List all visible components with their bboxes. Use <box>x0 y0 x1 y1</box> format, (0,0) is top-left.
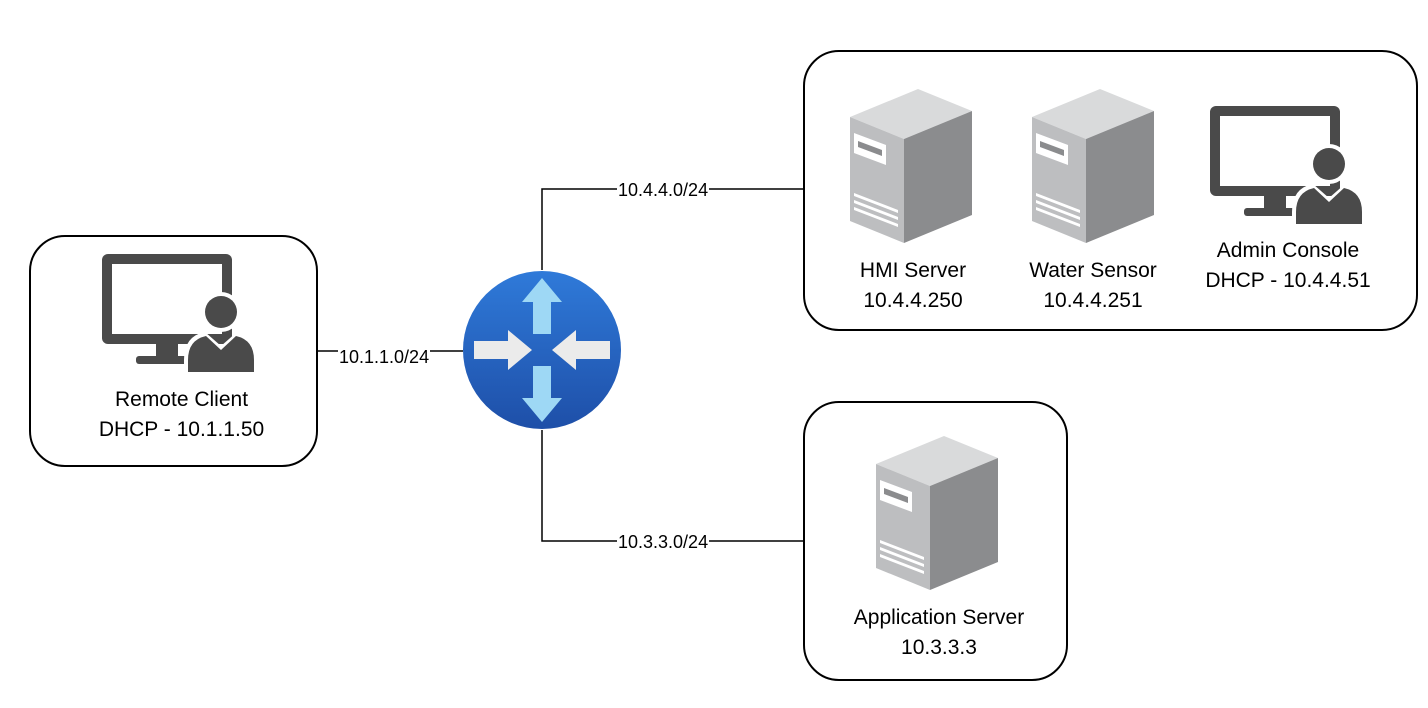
admin-console-address: DHCP - 10.4.4.51 <box>1205 269 1371 292</box>
application-server-label: Application Server 10.3.3.3 <box>803 603 1075 663</box>
server-tower-icon <box>1032 89 1154 243</box>
link-router-subnet-10-4-4 <box>541 188 803 270</box>
hmi-server-name: HMI Server <box>859 259 967 282</box>
hmi-server-address: 10.4.4.250 <box>863 289 963 312</box>
admin-console-name: Admin Console <box>1216 239 1360 262</box>
workstation-user-icon <box>102 254 258 372</box>
application-server-name: Application Server <box>853 606 1025 629</box>
remote-client-label: Remote Client DHCP - 10.1.1.50 <box>29 385 334 445</box>
hmi-server-label: HMI Server 10.4.4.250 <box>813 256 1013 316</box>
water-sensor-address: 10.4.4.251 <box>1043 289 1143 312</box>
admin-console-label: Admin Console DHCP - 10.4.4.51 <box>1178 236 1398 296</box>
link-label-10-3-3-0: 10.3.3.0/24 <box>617 532 710 552</box>
link-router-application-server <box>541 430 803 542</box>
link-label-10-1-1-0: 10.1.1.0/24 <box>338 347 431 367</box>
water-sensor-name: Water Sensor <box>1029 259 1157 282</box>
router-icon <box>463 271 621 429</box>
application-server-address: 10.3.3.3 <box>901 636 977 659</box>
link-label-10-4-4-0: 10.4.4.0/24 <box>617 180 710 200</box>
water-sensor-label: Water Sensor 10.4.4.251 <box>993 256 1193 316</box>
remote-client-address: DHCP - 10.1.1.50 <box>98 418 265 441</box>
workstation-user-icon <box>1210 106 1366 224</box>
remote-client-name: Remote Client <box>114 388 249 411</box>
server-tower-icon <box>850 89 972 243</box>
server-tower-icon <box>876 436 998 590</box>
